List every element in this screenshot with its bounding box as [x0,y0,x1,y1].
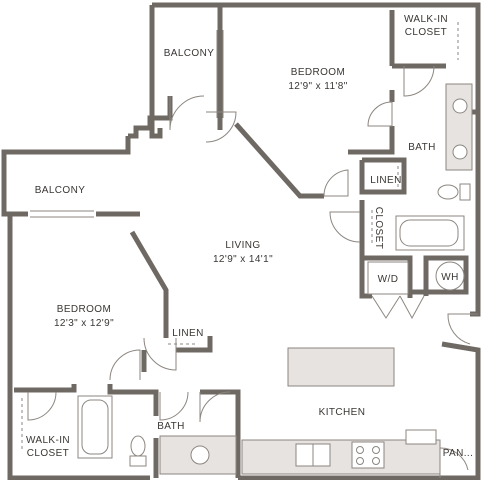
toilet-icon [130,435,146,457]
room-labels: WALK-IN CLOSET BALCONY BEDROOM 12'9" x 1… [26,14,473,459]
wh-label: WH [441,272,458,283]
bedroom-top-size: 12'9" x 11'8" [288,81,347,92]
windows [30,30,224,218]
closet-mid-label: CLOSET [373,207,384,249]
toilet-tank [129,455,147,467]
kitchen-island [287,347,395,387]
bath-bottom-label: BATH [157,421,185,432]
tub-basin [81,399,109,455]
refrigerator-icon [405,429,437,445]
balcony-left-label: BALCONY [35,185,86,196]
sink-icon [190,445,210,465]
closet-rods [21,22,459,452]
doors [27,65,478,478]
bedroom-left-size: 12'3" x 12'9" [54,318,114,329]
linen-top-label: LINEN [370,175,401,186]
balcony-top-label: BALCONY [164,48,215,59]
pantry-label: PAN... [443,448,474,459]
bedroom-left-name: BEDROOM [57,304,111,315]
wd-label: W/D [378,274,399,285]
sink-icon [452,144,468,160]
toilet-tank [459,183,471,201]
washer-dryer-icon [367,261,409,295]
living-size: 12'9" x 14'1" [213,254,273,265]
walkin-closet-bottom-label-2: CLOSET [27,448,69,459]
stove-icon [351,441,385,469]
tub-basin [399,219,459,247]
walkin-closet-top-label-2: CLOSET [405,27,447,38]
sink-icon [452,98,468,114]
bath-top-label: BATH [408,142,436,153]
kitchen-label: KITCHEN [319,407,366,418]
walkin-closet-top-label-1: WALK-IN [404,14,448,25]
walkin-closet-bottom-label-1: WALK-IN [26,435,70,446]
fixtures [77,83,473,475]
living-name: LIVING [225,240,260,251]
water-heater-icon [435,261,465,291]
toilet-icon [437,184,459,200]
bedroom-top-name: BEDROOM [291,67,345,78]
linen-left-label: LINEN [172,328,203,339]
kitchen-counter [241,439,441,475]
